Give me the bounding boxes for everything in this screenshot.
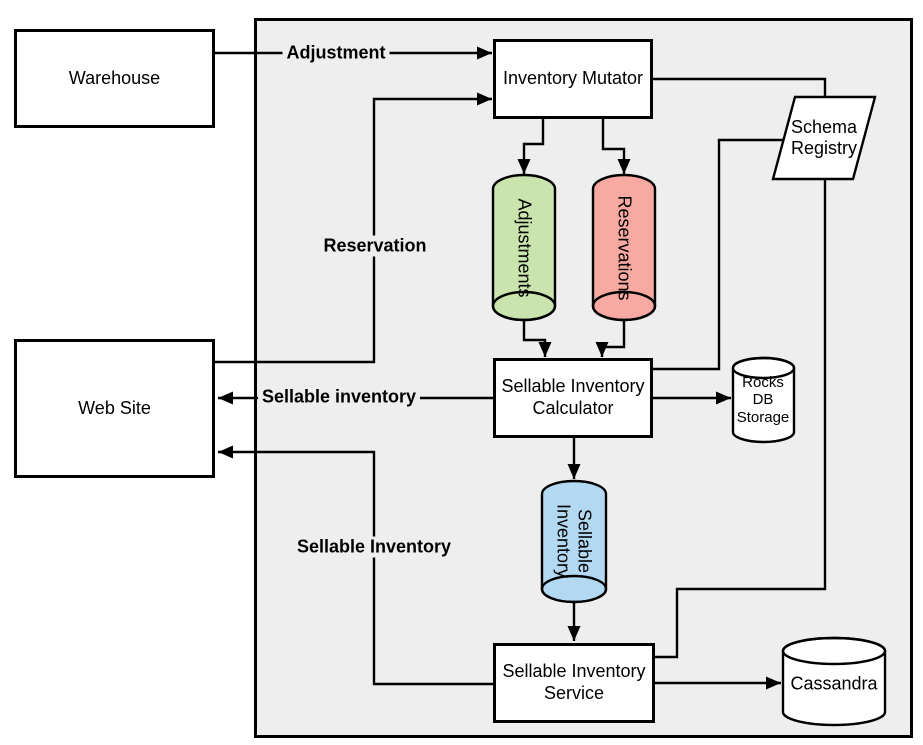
sellable-inventory-topic-label: Sellable Inventory bbox=[554, 503, 595, 579]
edge-schema-registry-to-calculator bbox=[653, 138, 784, 371]
schema-registry-label: Schema Registry bbox=[790, 117, 858, 158]
inventory-mutator-node: Inventory Mutator bbox=[493, 39, 653, 119]
edge-mutator-to-service bbox=[653, 77, 827, 659]
web-site-node: Web Site bbox=[14, 339, 215, 478]
cassandra-label: Cassandra bbox=[790, 673, 878, 694]
adjustments-topic-label: Adjustments bbox=[514, 198, 535, 298]
cassandra-cylinder-rim bbox=[781, 636, 887, 666]
sellable-inventory-service-label: Sellable Inventory Service bbox=[502, 661, 646, 703]
edge-adjustments-topic-to-calculator bbox=[522, 320, 552, 357]
warehouse-label: Warehouse bbox=[68, 67, 161, 88]
reservations-topic-cylinder-rim bbox=[591, 290, 657, 322]
sellable-inventory-edge-label: Sellable inventory bbox=[257, 386, 421, 408]
warehouse-node: Warehouse bbox=[14, 29, 215, 128]
edge-mutator-to-adjustments-topic bbox=[517, 119, 545, 174]
sellable-inventory-service-node: Sellable Inventory Service bbox=[493, 643, 655, 723]
reservations-topic-label: Reservations bbox=[614, 195, 635, 301]
rocksdb-cylinder-rim bbox=[731, 356, 796, 380]
edge-reservations-topic-to-calculator bbox=[595, 320, 626, 357]
adjustments-topic-cylinder-rim bbox=[491, 290, 557, 322]
sellable-inventory-calculator-node: Sellable Inventory Calculator bbox=[493, 358, 653, 438]
rocksdb-label: Rocks DB Storage bbox=[736, 374, 790, 426]
schema-registry-shape bbox=[771, 95, 877, 181]
edge-website-reservation bbox=[215, 92, 492, 364]
adjustment-edge-label: Adjustment bbox=[282, 42, 390, 64]
web-site-label: Web Site bbox=[78, 397, 151, 418]
reservation-edge-label: Reservation bbox=[319, 235, 431, 257]
edge-service-to-website bbox=[218, 445, 493, 686]
inventory-mutator-label: Inventory Mutator bbox=[502, 68, 644, 89]
sellable-inventory-calculator-label: Sellable Inventory Calculator bbox=[501, 376, 645, 418]
sellable-inventory-service-edge-label: Sellable Inventory bbox=[292, 536, 456, 558]
edge-mutator-to-reservations-topic bbox=[601, 119, 631, 174]
sellable-inventory-topic-cylinder-rim bbox=[540, 574, 608, 604]
